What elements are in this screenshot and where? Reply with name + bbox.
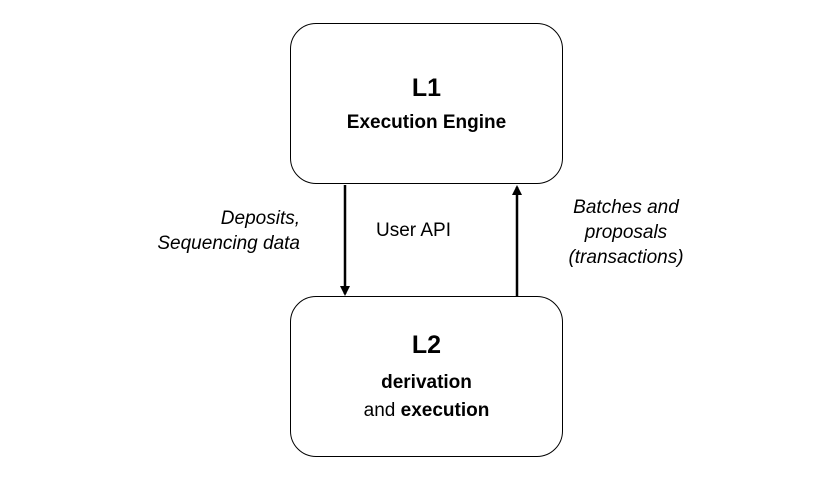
- l2-title: L2: [411, 331, 442, 359]
- l2-execution-line: and execution: [291, 401, 562, 420]
- up-edge-label-line1: Batches and: [573, 197, 679, 218]
- up-edge-label: Batches and proposals (transactions): [556, 195, 696, 270]
- l2-derivation-label: derivation: [381, 372, 472, 393]
- down-edge-label-line1: Deposits,: [220, 208, 300, 229]
- l1-title: L1: [411, 74, 442, 102]
- l2-node: L2 derivation and execution: [290, 296, 563, 457]
- user-api-label: User API: [376, 220, 451, 241]
- l1-node: L1 Execution Engine: [290, 23, 563, 184]
- down-edge-label-line2: Sequencing data: [157, 233, 300, 254]
- down-edge-label: Deposits, Sequencing data: [157, 206, 300, 256]
- up-edge-label-line2: proposals: [584, 222, 668, 243]
- up-edge-label-line3: (transactions): [568, 247, 684, 268]
- l1-subtitle: Execution Engine: [346, 112, 507, 133]
- l2-execution-label: execution: [400, 400, 490, 421]
- l2-and-text: and: [363, 400, 401, 421]
